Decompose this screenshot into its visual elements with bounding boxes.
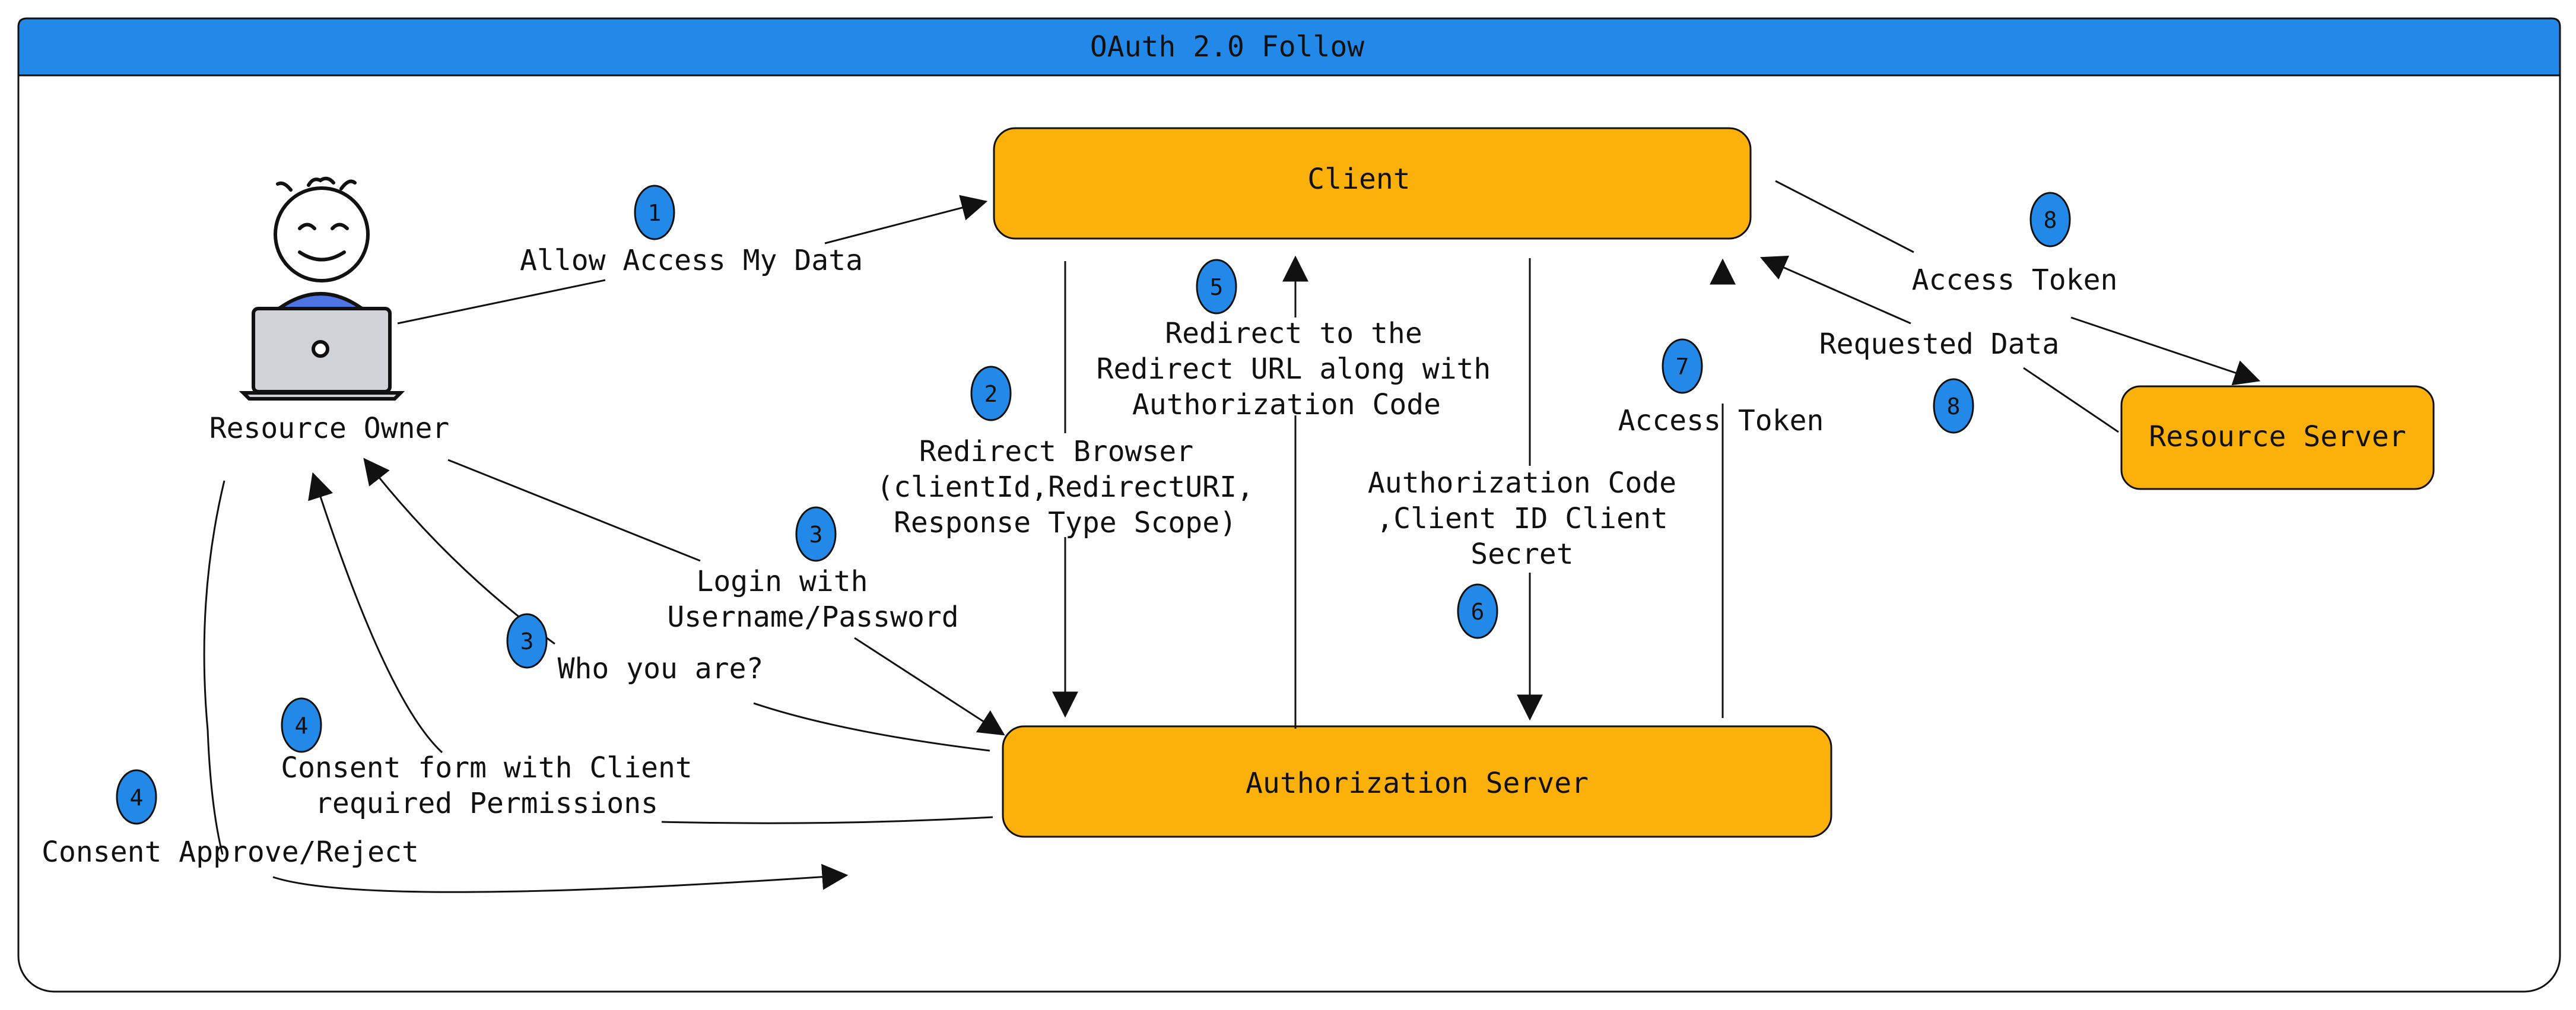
edge-labels: Allow Access My Data Redirect Browser (c… (42, 244, 2117, 869)
label-consent-form-2: required Permissions (315, 787, 658, 820)
label-auth-code-3: Secret (1470, 538, 1573, 571)
svg-text:4: 4 (295, 713, 309, 739)
arrow-consent-approve (203, 480, 846, 892)
svg-text:5: 5 (1210, 274, 1224, 300)
title-bar (17, 17, 2561, 77)
badge-3a: 3 (795, 506, 837, 562)
resource-server-box: Resource Server (2120, 385, 2435, 490)
badge-4b: 4 (116, 769, 157, 825)
svg-text:2: 2 (984, 381, 998, 407)
label-consent-approve: Consent Approve/Reject (42, 836, 419, 869)
svg-text:3: 3 (520, 628, 534, 655)
label-redirect-browser-2: (clientId,RedirectURI, (876, 471, 1254, 504)
client-box: Client (993, 127, 1752, 240)
badge-4a: 4 (281, 697, 322, 753)
label-auth-code-2: ,Client ID Client (1376, 502, 1667, 535)
resource-owner-label: Resource Owner (209, 412, 450, 445)
step-badges: 1 2 3 3 4 4 5 6 7 8 8 (116, 185, 2071, 825)
resource-server-label: Resource Server (2149, 420, 2406, 453)
badge-6: 6 (1457, 583, 1498, 639)
badge-3b: 3 (506, 613, 548, 669)
badge-2: 2 (970, 366, 1012, 421)
label-auth-code-1: Authorization Code (1368, 466, 1676, 500)
badge-5: 5 (1196, 259, 1237, 315)
svg-text:8: 8 (2044, 207, 2057, 233)
label-redirect-browser-1: Redirect Browser (919, 435, 1193, 468)
label-redirect-url-1: Redirect to the (1165, 317, 1422, 350)
authorization-server-box: Authorization Server (1002, 725, 1832, 838)
label-access-token-8: Access Token (1912, 263, 2118, 297)
label-login-1: Login with (697, 565, 868, 598)
svg-text:8: 8 (1947, 393, 1961, 420)
label-redirect-url-2: Redirect URL along with (1097, 352, 1491, 386)
badge-8b: 8 (1933, 378, 1974, 434)
svg-text:7: 7 (1676, 354, 1689, 380)
arrow-access-token-8 (1775, 180, 2258, 380)
resource-owner-icon (239, 176, 405, 401)
label-consent-form-1: Consent form with Client (281, 751, 693, 785)
label-requested-data: Requested Data (1819, 328, 2060, 361)
label-login-2: Username/Password (667, 601, 958, 634)
svg-text:1: 1 (648, 200, 662, 226)
label-redirect-browser-3: Response Type Scope) (894, 506, 1237, 539)
diagram-title: OAuth 2.0 Follow (1090, 30, 1364, 63)
arrow-login (447, 459, 1003, 734)
badge-8a: 8 (2029, 192, 2071, 247)
arrow-allow-access (397, 202, 985, 325)
client-label: Client (1307, 163, 1410, 196)
label-redirect-url-3: Authorization Code (1132, 388, 1441, 421)
label-who-you-are: Who you are? (558, 652, 764, 685)
badge-7: 7 (1662, 338, 1703, 394)
badge-1: 1 (634, 185, 675, 240)
connectors (203, 180, 2258, 892)
label-access-token-7: Access Token (1618, 404, 1824, 437)
label-allow-access: Allow Access My Data (520, 244, 863, 277)
svg-text:3: 3 (809, 522, 823, 548)
authorization-server-label: Authorization Server (1246, 767, 1589, 800)
svg-text:6: 6 (1471, 599, 1485, 625)
svg-text:4: 4 (130, 785, 144, 811)
arrow-requested-data (1762, 258, 2119, 433)
arrow-consent-form (313, 475, 993, 824)
